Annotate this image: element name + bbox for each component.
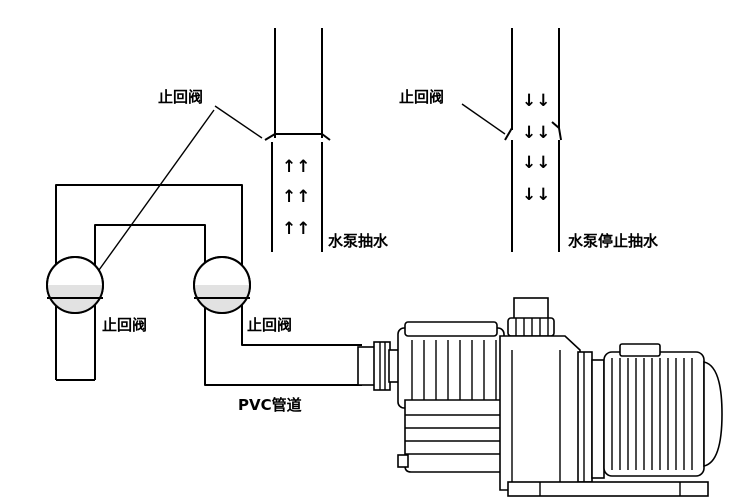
label-pump-running: 水泵抽水: [328, 232, 389, 250]
flow-arrows-up-1: ↑↑: [282, 157, 311, 177]
label-pvc-pipe: PVC管道: [238, 396, 302, 414]
pipe-pump-running: ↑↑ ↑↑ ↑↑ 水泵抽水: [264, 28, 389, 252]
leader-line-1: [214, 105, 263, 139]
leader-line-3: [461, 103, 506, 135]
check-valve-left: [46, 256, 104, 314]
flow-arrows-down-3: ↓↓: [522, 153, 551, 173]
flow-arrows-up-2: ↑↑: [282, 187, 311, 207]
flow-arrows-down-4: ↓↓: [522, 185, 551, 205]
flow-arrows-up-3: ↑↑: [282, 219, 311, 239]
label-check-valve-left: 止回阀: [102, 316, 147, 334]
label-check-valve-upper-left: 止回阀: [158, 88, 203, 106]
label-pump-stopped: 水泵停止抽水: [568, 232, 659, 250]
flow-arrows-down-2: ↓↓: [522, 123, 551, 143]
u-pipe-system: 止回阀 止回阀 PVC管道: [46, 184, 362, 414]
check-valve-right: [193, 256, 251, 314]
label-check-valve-upper-right: 止回阀: [399, 88, 444, 106]
label-check-valve-right: 止回阀: [247, 316, 292, 334]
flow-arrows-down-1: ↓↓: [522, 91, 551, 111]
leader-line-2: [98, 109, 215, 271]
pipe-pump-stopped: ↓↓ ↓↓ ↓↓ ↓↓ 水泵停止抽水: [504, 28, 659, 252]
pool-pump-illustration: [357, 297, 723, 497]
